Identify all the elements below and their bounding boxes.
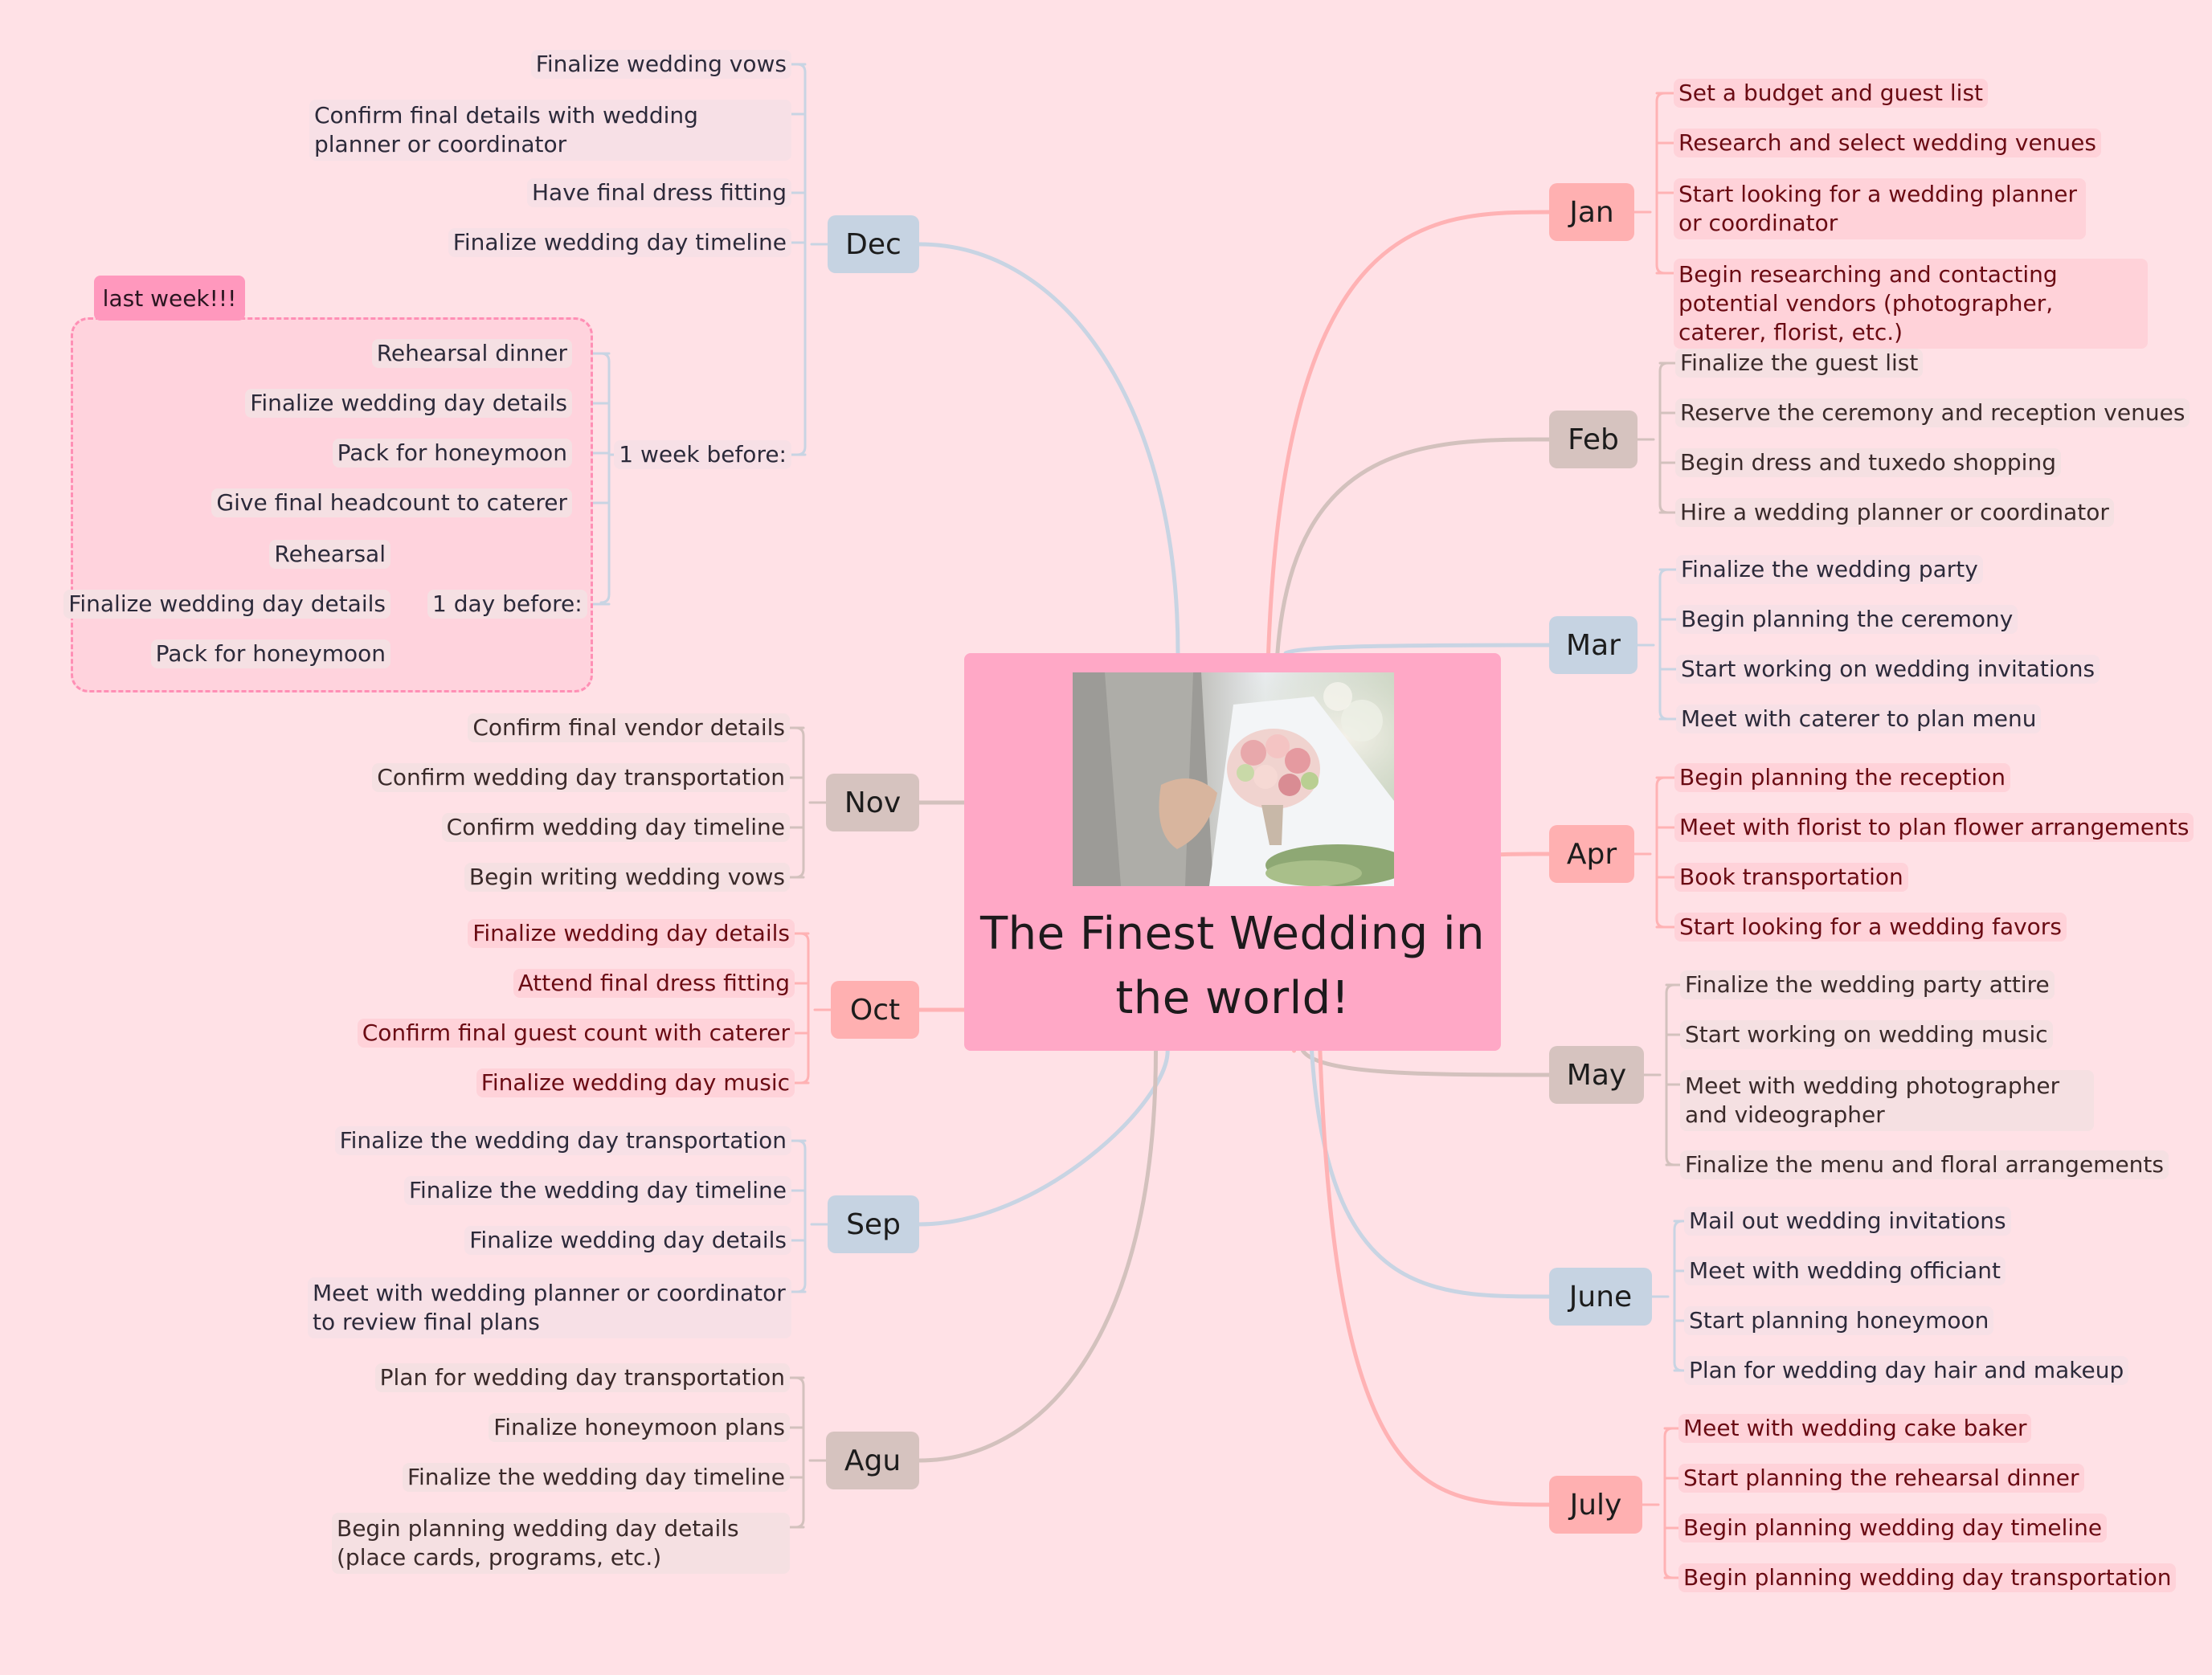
- connector-line: [917, 242, 1180, 656]
- connector-line: [1310, 1048, 1552, 1299]
- task-item[interactable]: Meet with wedding photographer and video…: [1680, 1070, 2094, 1131]
- task-item[interactable]: Begin researching and contacting potenti…: [1674, 259, 2148, 349]
- task-item[interactable]: Confirm final guest count with caterer: [357, 1019, 795, 1048]
- day-before-item[interactable]: Rehearsal: [269, 540, 390, 569]
- task-item[interactable]: Meet with wedding cake baker: [1678, 1414, 2032, 1443]
- connector-line: [917, 1048, 1158, 1463]
- month-agu[interactable]: Agu: [826, 1432, 919, 1489]
- task-item[interactable]: Begin dress and tuxedo shopping: [1675, 448, 2061, 477]
- month-nov[interactable]: Nov: [826, 774, 919, 831]
- month-dec[interactable]: Dec: [828, 215, 919, 273]
- week-task-item[interactable]: Give final headcount to caterer: [211, 488, 572, 517]
- connector-line: [1663, 1427, 1674, 1579]
- task-item[interactable]: Research and select wedding venues: [1674, 129, 2101, 157]
- connector-line: [1658, 362, 1670, 514]
- task-item[interactable]: Finalize the wedding day transportation: [334, 1126, 791, 1155]
- connector-line: [799, 932, 810, 1085]
- task-item[interactable]: Start looking for a wedding planner or c…: [1674, 178, 2086, 239]
- task-item[interactable]: Start planning the rehearsal dinner: [1678, 1464, 2084, 1493]
- task-item[interactable]: Attend final dress fitting: [513, 969, 795, 998]
- task-item[interactable]: Plan for wedding day hair and makeup: [1684, 1356, 2129, 1385]
- month-sep[interactable]: Sep: [828, 1195, 919, 1253]
- last-week-label[interactable]: last week!!!: [94, 276, 245, 321]
- task-item[interactable]: Begin planning wedding day timeline: [1678, 1514, 2108, 1542]
- task-item[interactable]: Begin planning wedding day details (plac…: [332, 1513, 790, 1574]
- task-item[interactable]: Start working on wedding music: [1680, 1020, 2053, 1049]
- month-july[interactable]: July: [1549, 1476, 1642, 1534]
- connector-line: [1655, 92, 1666, 275]
- task-item[interactable]: Meet with florist to plan flower arrange…: [1674, 813, 2194, 842]
- task-item[interactable]: Book transportation: [1674, 863, 1908, 892]
- task-item[interactable]: Finalize wedding vows: [530, 50, 791, 79]
- task-item[interactable]: 1 week before:: [614, 440, 791, 469]
- task-item[interactable]: Finalize wedding day timeline: [448, 228, 791, 257]
- task-item[interactable]: Confirm final vendor details: [468, 713, 790, 742]
- connector-line: [1658, 568, 1670, 721]
- task-item[interactable]: Finalize wedding day details: [468, 919, 795, 948]
- connector-line: [794, 726, 805, 879]
- day-before-item[interactable]: Pack for honeymoon: [150, 639, 390, 668]
- central-title: The Finest Wedding in the world!: [979, 908, 1486, 1024]
- connector-line: [794, 1376, 805, 1529]
- connector-line: [1266, 210, 1552, 656]
- connector-line: [599, 352, 611, 604]
- task-item[interactable]: Hire a wedding planner or coordinator: [1675, 498, 2114, 527]
- day-before-item[interactable]: Finalize wedding day details: [63, 590, 390, 619]
- task-item[interactable]: Finalize the wedding day timeline: [402, 1463, 790, 1492]
- task-item[interactable]: Confirm wedding day transportation: [372, 763, 790, 792]
- task-item[interactable]: Finalize the guest list: [1675, 349, 1924, 378]
- connector-line: [1301, 1048, 1552, 1077]
- connector-line: [795, 63, 807, 456]
- month-jan[interactable]: Jan: [1549, 183, 1634, 241]
- connector-line: [1665, 983, 1676, 1166]
- task-item[interactable]: Finalize wedding day details: [464, 1226, 791, 1255]
- task-item[interactable]: Begin writing wedding vows: [464, 863, 790, 892]
- month-feb[interactable]: Feb: [1549, 411, 1638, 468]
- day-before-node[interactable]: 1 day before:: [427, 590, 587, 619]
- task-item[interactable]: Reserve the ceremony and reception venue…: [1675, 398, 2190, 427]
- month-oct[interactable]: Oct: [831, 981, 919, 1039]
- task-item[interactable]: Plan for wedding day transportation: [374, 1363, 790, 1392]
- month-june[interactable]: June: [1549, 1268, 1652, 1326]
- task-item[interactable]: Start planning honeymoon: [1684, 1306, 1994, 1335]
- connector-line: [1283, 643, 1552, 656]
- month-mar[interactable]: Mar: [1549, 616, 1638, 674]
- task-item[interactable]: Begin planning the reception: [1674, 763, 2011, 792]
- task-item[interactable]: Finalize wedding day music: [476, 1068, 795, 1097]
- task-item[interactable]: Meet with caterer to plan menu: [1676, 705, 2042, 733]
- task-item[interactable]: Confirm wedding day timeline: [441, 813, 790, 842]
- task-item[interactable]: Finalize the wedding party attire: [1680, 970, 2055, 999]
- task-item[interactable]: Meet with wedding officiant: [1684, 1256, 2006, 1285]
- task-item[interactable]: Finalize the wedding day timeline: [403, 1176, 791, 1205]
- connector-line: [1655, 776, 1666, 929]
- task-item[interactable]: Confirm final details with wedding plann…: [309, 100, 791, 161]
- wedding-photo: [1073, 672, 1394, 886]
- task-item[interactable]: Finalize the wedding party: [1676, 555, 1983, 584]
- connector-line: [917, 1048, 1170, 1227]
- task-item[interactable]: Finalize honeymoon plans: [489, 1413, 790, 1442]
- connector-line: [1275, 437, 1552, 656]
- month-may[interactable]: May: [1549, 1046, 1644, 1104]
- task-item[interactable]: Mail out wedding invitations: [1684, 1207, 2011, 1236]
- task-item[interactable]: Finalize the menu and floral arrangement…: [1680, 1150, 2169, 1179]
- task-item[interactable]: Start looking for a wedding favors: [1674, 913, 2067, 942]
- task-item[interactable]: Begin planning the ceremony: [1676, 605, 2018, 634]
- connector-line: [795, 1139, 807, 1293]
- connector-line: [1673, 1219, 1684, 1372]
- connector-line: [1318, 1048, 1552, 1507]
- task-item[interactable]: Start working on wedding invitations: [1676, 655, 2100, 684]
- task-item[interactable]: Set a budget and guest list: [1674, 79, 1989, 108]
- month-apr[interactable]: Apr: [1549, 825, 1634, 883]
- task-item[interactable]: Have final dress fitting: [527, 178, 791, 207]
- week-task-item[interactable]: Pack for honeymoon: [332, 439, 572, 468]
- central-topic[interactable]: The Finest Wedding in the world!: [964, 653, 1501, 1051]
- task-item[interactable]: Meet with wedding planner or coordinator…: [308, 1277, 791, 1338]
- week-task-item[interactable]: Rehearsal dinner: [371, 339, 572, 368]
- week-task-item[interactable]: Finalize wedding day details: [245, 389, 572, 418]
- task-item[interactable]: Begin planning wedding day transportatio…: [1678, 1563, 2177, 1592]
